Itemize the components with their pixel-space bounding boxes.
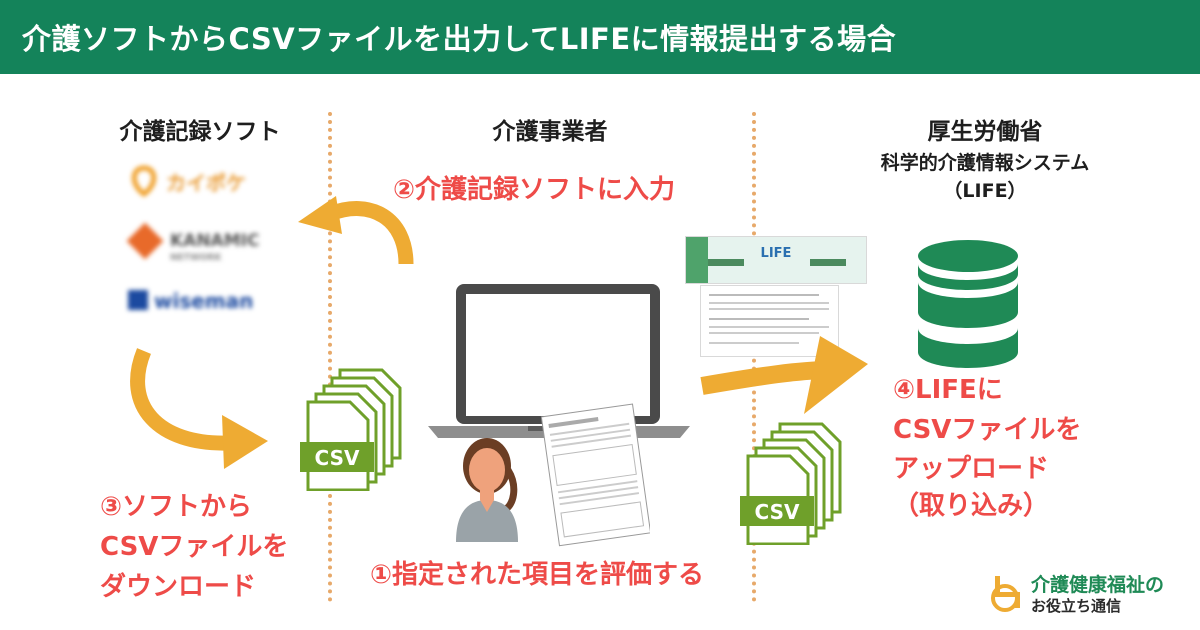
step2-label: ②介護記録ソフトに入力 — [393, 175, 676, 205]
column-heading-provider: 介護事業者 — [492, 119, 608, 145]
csv-file-icon-left: CSV — [300, 366, 415, 495]
evaluation-form-icon — [540, 403, 650, 547]
csv-label-left: CSV — [315, 446, 360, 470]
column-divider-right — [752, 112, 756, 602]
step3-label-line1: ③ソフトから — [100, 492, 253, 522]
column-heading-ministry: 厚生労働省 — [927, 119, 1043, 145]
step4-label-line2: CSVファイルを — [893, 415, 1082, 445]
care-worker-icon — [456, 438, 518, 542]
kaipoke-logo: カイポケ — [126, 160, 266, 208]
column-divider-left — [328, 112, 332, 602]
step4-arrow — [700, 336, 868, 414]
brand-tagline: お役立ち通信 — [1031, 597, 1122, 615]
step3-arrow — [130, 348, 268, 469]
kaipoke-logo-text: カイポケ — [166, 171, 246, 195]
kanamic-logo-subtext: NETWORK — [170, 253, 222, 263]
header-bar: 介護ソフトからCSVファイルを出力してLIFEに情報提出する場合 — [0, 0, 1200, 74]
column-heading-software: 介護記録ソフト — [119, 119, 281, 145]
kanamic-logo: KANAMIC NETWORK — [126, 222, 266, 270]
step4-label-line3: アップロード — [893, 454, 1050, 484]
step3-label-line3: ダウンロード — [100, 572, 257, 602]
brand-name: 介護健康福祉の — [1031, 574, 1165, 596]
step4-label-line1: ④LIFEに — [893, 375, 1003, 405]
step2-arrow — [298, 196, 414, 265]
wiseman-logo: wiseman — [126, 282, 266, 322]
life-site-page — [700, 285, 839, 357]
csv-label-right: CSV — [755, 500, 800, 524]
kanamic-logo-text: KANAMIC — [170, 231, 259, 251]
page-title: 介護ソフトからCSVファイルを出力してLIFEに情報提出する場合 — [22, 22, 897, 56]
column-subheading-life: （LIFE） — [943, 180, 1027, 202]
step1-label: ①指定された項目を評価する — [370, 560, 705, 590]
database-icon — [918, 240, 1018, 368]
wheelchair-icon — [991, 576, 1020, 612]
life-site-banner: LIFE — [685, 236, 867, 284]
life-site-title: LIFE — [761, 246, 792, 261]
wiseman-logo-text: wiseman — [154, 289, 253, 313]
csv-file-icon-right: CSV — [740, 420, 855, 549]
brand-logo: 介護健康福祉の お役立ち通信 — [985, 570, 1190, 622]
column-subheading-life-system: 科学的介護情報システム — [880, 152, 1090, 174]
step4-label-line4: （取り込み） — [893, 491, 1050, 521]
step3-label-line2: CSVファイルを — [100, 532, 289, 562]
